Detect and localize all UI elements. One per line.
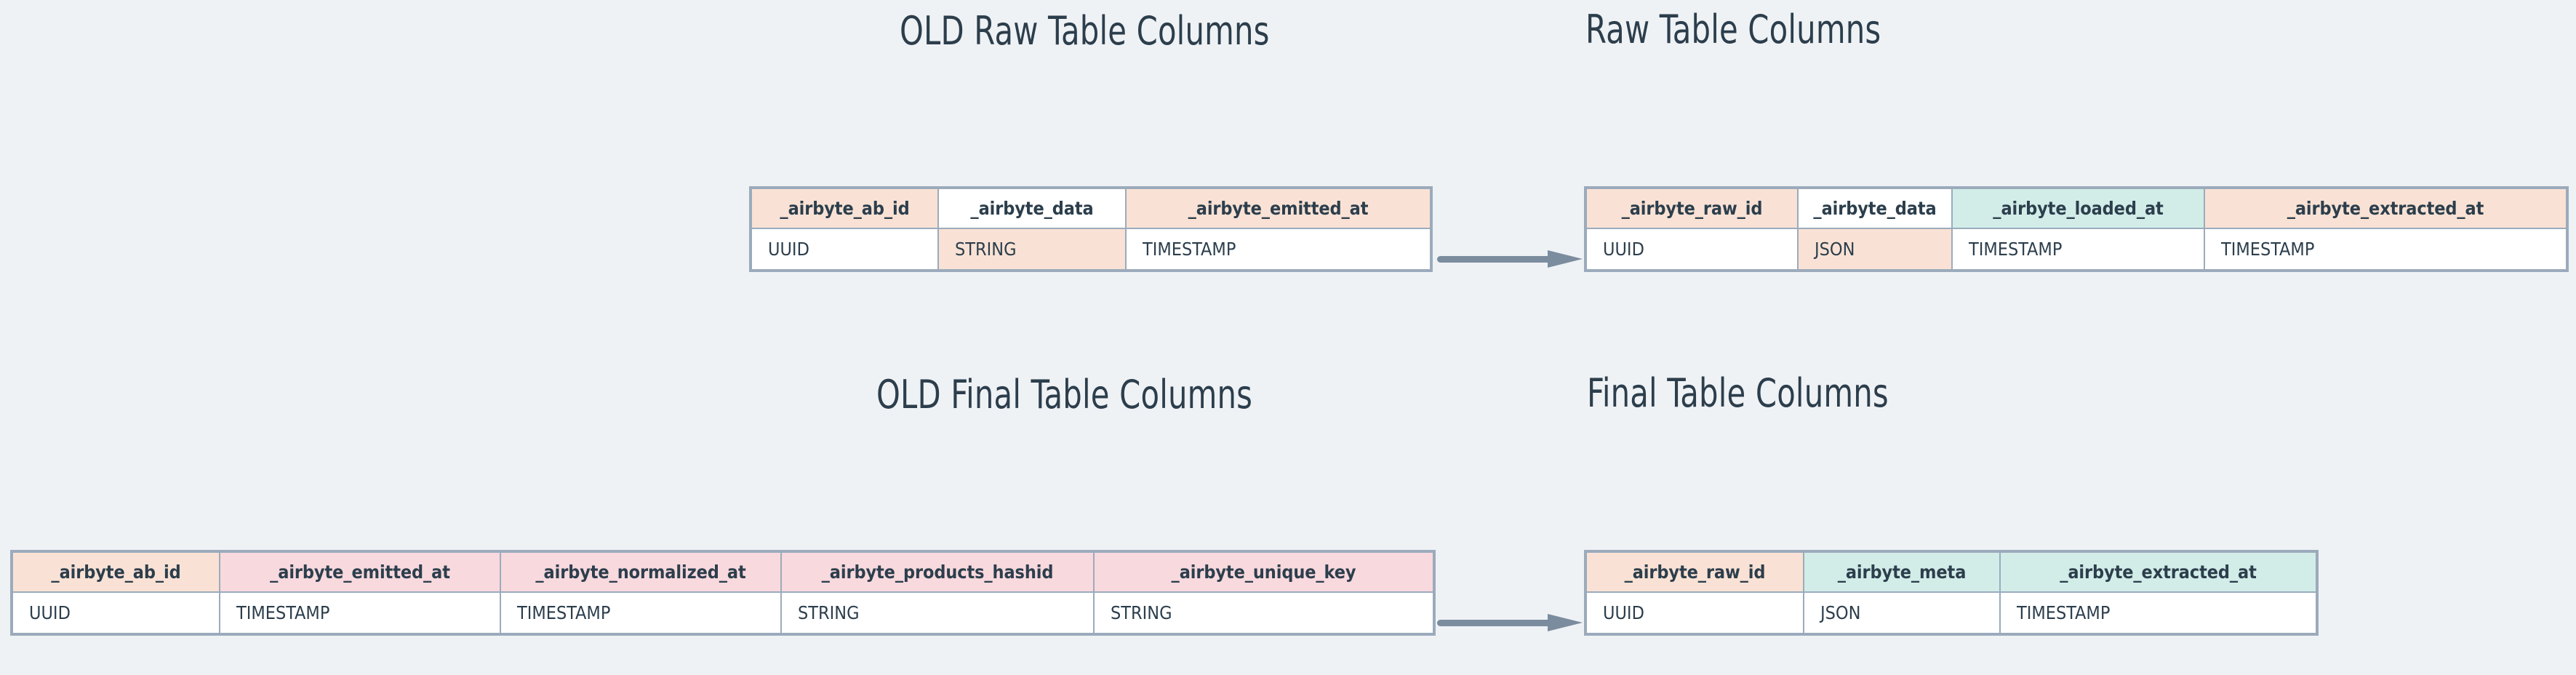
table-new-final-columns: _airbyte_raw_id_airbyte_meta_airbyte_ext… <box>1584 550 2319 636</box>
column-header-cell: _airbyte_meta <box>1803 551 2001 593</box>
table-header-row: _airbyte_ab_id_airbyte_data_airbyte_emit… <box>750 187 1432 229</box>
column-type-cell: TIMESTAMP <box>1951 228 2205 271</box>
title-old-raw-table: OLD Raw Table Columns <box>900 8 1270 54</box>
table-header-row: _airbyte_ab_id_airbyte_emitted_at_airbyt… <box>11 551 1435 593</box>
column-header-cell: _airbyte_emitted_at <box>1125 187 1432 229</box>
column-type-cell: TIMESTAMP <box>2204 228 2568 271</box>
column-type-cell: TIMESTAMP <box>1125 228 1432 271</box>
column-header-cell: _airbyte_extracted_at <box>1999 551 2318 593</box>
column-header-cell: _airbyte_emitted_at <box>219 551 501 593</box>
title-new-raw-table: Raw Table Columns <box>1585 7 1881 52</box>
column-header-cell: _airbyte_raw_id <box>1585 187 1799 229</box>
column-type-cell: UUID <box>1585 228 1799 271</box>
raw-migration-arrow <box>1437 250 1583 268</box>
column-header-cell: _airbyte_data <box>937 187 1127 229</box>
column-header-cell: _airbyte_extracted_at <box>2204 187 2568 229</box>
column-type-cell: UUID <box>750 228 939 271</box>
column-type-cell: STRING <box>780 591 1095 635</box>
column-type-cell: TIMESTAMP <box>219 591 501 635</box>
column-header-cell: _airbyte_products_hashid <box>780 551 1095 593</box>
column-header-cell: _airbyte_raw_id <box>1585 551 1804 593</box>
title-old-final-table: OLD Final Table Columns <box>876 372 1253 418</box>
column-header-cell: _airbyte_data <box>1797 187 1953 229</box>
column-header-cell: _airbyte_ab_id <box>750 187 939 229</box>
title-new-final-table: Final Table Columns <box>1587 370 1889 416</box>
table-header-row: _airbyte_raw_id_airbyte_data_airbyte_loa… <box>1585 187 2568 229</box>
table-header-row: _airbyte_raw_id_airbyte_meta_airbyte_ext… <box>1585 551 2318 593</box>
column-type-cell: STRING <box>937 228 1127 271</box>
column-header-cell: _airbyte_loaded_at <box>1951 187 2205 229</box>
table-old-final-columns: _airbyte_ab_id_airbyte_emitted_at_airbyt… <box>10 550 1436 636</box>
column-type-cell: UUID <box>1585 591 1804 635</box>
column-type-cell: UUID <box>11 591 220 635</box>
final-migration-arrow <box>1437 614 1583 631</box>
column-type-cell: TIMESTAMP <box>500 591 782 635</box>
column-header-cell: _airbyte_normalized_at <box>500 551 782 593</box>
column-type-cell: TIMESTAMP <box>1999 591 2318 635</box>
table-old-raw-columns: _airbyte_ab_id_airbyte_data_airbyte_emit… <box>749 186 1433 272</box>
column-header-cell: _airbyte_unique_key <box>1093 551 1435 593</box>
column-type-cell: STRING <box>1093 591 1435 635</box>
column-header-cell: _airbyte_ab_id <box>11 551 220 593</box>
table-new-raw-columns: _airbyte_raw_id_airbyte_data_airbyte_loa… <box>1584 186 2569 272</box>
column-type-cell: JSON <box>1803 591 2001 635</box>
column-type-cell: JSON <box>1797 228 1953 271</box>
